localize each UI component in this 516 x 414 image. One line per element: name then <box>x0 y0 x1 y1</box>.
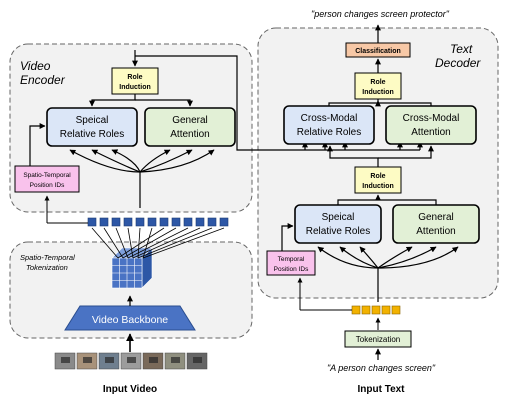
video-token <box>99 217 109 227</box>
encoder-general-attention-label-2: Attention <box>170 129 209 140</box>
text-tokens <box>351 305 401 315</box>
video-backbone-box <box>64 305 196 331</box>
decoder-mid-role-induction-label-2: Induction <box>362 183 394 190</box>
video-token <box>159 217 169 227</box>
video-token <box>87 217 97 227</box>
video-frame-object <box>127 357 136 363</box>
cube-token-line <box>137 227 213 259</box>
text-token <box>371 305 381 315</box>
encoder-general-attention-box <box>144 107 236 147</box>
encoder-role-induction-box <box>111 67 159 95</box>
video-token <box>207 217 217 227</box>
cross-modal-roles-label-2: Relative Roles <box>297 127 361 138</box>
spatio-temporal-position-ids-label-2: Position IDs <box>30 182 65 189</box>
spatio-temporal-position-ids-label: Spatio-Temporal <box>23 172 71 179</box>
mid-induction-connectors <box>327 145 434 167</box>
cube-token-line <box>91 227 119 259</box>
decoder-lower-connectors <box>281 194 459 302</box>
encoder-special-roles-box <box>46 107 138 147</box>
decoder-general-attention-box <box>392 204 480 244</box>
spatio-temporal-tokenization-label-2: Tokenization <box>26 263 68 272</box>
text-token <box>391 305 401 315</box>
cross-modal-attention-box <box>385 105 477 145</box>
decoder-special-roles-label: Speical <box>322 212 355 223</box>
spatio-temporal-tokenization-label: Spatio-Temporal <box>20 253 75 262</box>
video-frame-object <box>105 357 114 363</box>
video-frame-object <box>61 357 70 363</box>
input-text-label: Input Text <box>357 384 405 395</box>
encoder-connectors <box>29 50 215 208</box>
classification-label: Classification <box>355 48 401 55</box>
decoder-top-role-induction-box <box>354 72 402 100</box>
cube-token-line <box>132 227 201 259</box>
video-token <box>147 217 157 227</box>
cube-token-line <box>117 227 165 259</box>
video-token <box>171 217 181 227</box>
cube-token-line <box>127 227 189 259</box>
token-cube-icon <box>111 247 153 289</box>
cube-token-line <box>142 227 225 259</box>
decoder-general-attention-label-2: Attention <box>416 226 455 237</box>
video-frame-object <box>171 357 180 363</box>
output-caption: "person changes screen protector" <box>311 9 450 19</box>
encoder-role-induction-label: Role <box>127 74 142 81</box>
decoder-top-role-induction-label-2: Induction <box>362 89 394 96</box>
video-tokens <box>87 217 229 227</box>
video-token <box>195 217 205 227</box>
video-encoder-title: Video <box>20 59 51 73</box>
cross-modal-attention-label-2: Attention <box>411 127 450 138</box>
video-token <box>111 217 121 227</box>
input-caption: "A person changes screen" <box>327 363 436 373</box>
video-token <box>183 217 193 227</box>
text-token-connectors <box>297 277 381 330</box>
decoder-special-roles-box <box>294 204 382 244</box>
text-token <box>381 305 391 315</box>
video-token <box>219 217 229 227</box>
video-frame-object <box>83 357 92 363</box>
encoder-role-induction-label-2: Induction <box>119 84 151 91</box>
decoder-top-connectors <box>328 99 432 107</box>
text-decoder-title-line2: Decoder <box>435 56 481 70</box>
text-decoder-title: Text <box>450 42 473 56</box>
video-frame-object <box>149 357 158 363</box>
cube-token-line <box>122 227 177 259</box>
encoder-special-roles-label: Speical <box>76 115 109 126</box>
text-token <box>361 305 371 315</box>
video-backbone-label: Video Backbone <box>92 314 168 326</box>
input-video-label: Input Video <box>103 384 157 395</box>
video-token <box>123 217 133 227</box>
input-video-frames <box>54 352 208 370</box>
decoder-top-role-induction-label: Role <box>370 79 385 86</box>
decoder-general-attention-label: General <box>418 212 454 223</box>
cross-modal-roles-box <box>283 105 375 145</box>
temporal-position-ids-label-2: Position IDs <box>274 266 309 273</box>
decoder-mid-role-induction-label: Role <box>370 173 385 180</box>
spatio-temporal-position-ids-box <box>14 165 80 193</box>
temporal-position-ids-box <box>266 250 316 276</box>
tokenization-box <box>344 330 412 348</box>
video-token-connectors <box>44 195 88 224</box>
cross-modal-roles-label: Cross-Modal <box>301 113 358 124</box>
cross-modal-attention-label: Cross-Modal <box>403 113 460 124</box>
encoder-special-roles-label-2: Relative Roles <box>60 129 124 140</box>
video-frame-object <box>193 357 202 363</box>
decoder-mid-role-induction-box <box>354 166 402 194</box>
cube-token-line <box>103 227 124 259</box>
cube-to-token-connectors <box>91 227 225 259</box>
video-token <box>135 217 145 227</box>
encoder-general-attention-label: General <box>172 115 208 126</box>
text-token <box>351 305 361 315</box>
tokenization-label: Tokenization <box>356 335 400 344</box>
video-encoder-title-line2: Encoder <box>20 73 66 87</box>
decoder-special-roles-label-2: Relative Roles <box>306 226 370 237</box>
temporal-position-ids-label: Temporal <box>278 256 305 263</box>
